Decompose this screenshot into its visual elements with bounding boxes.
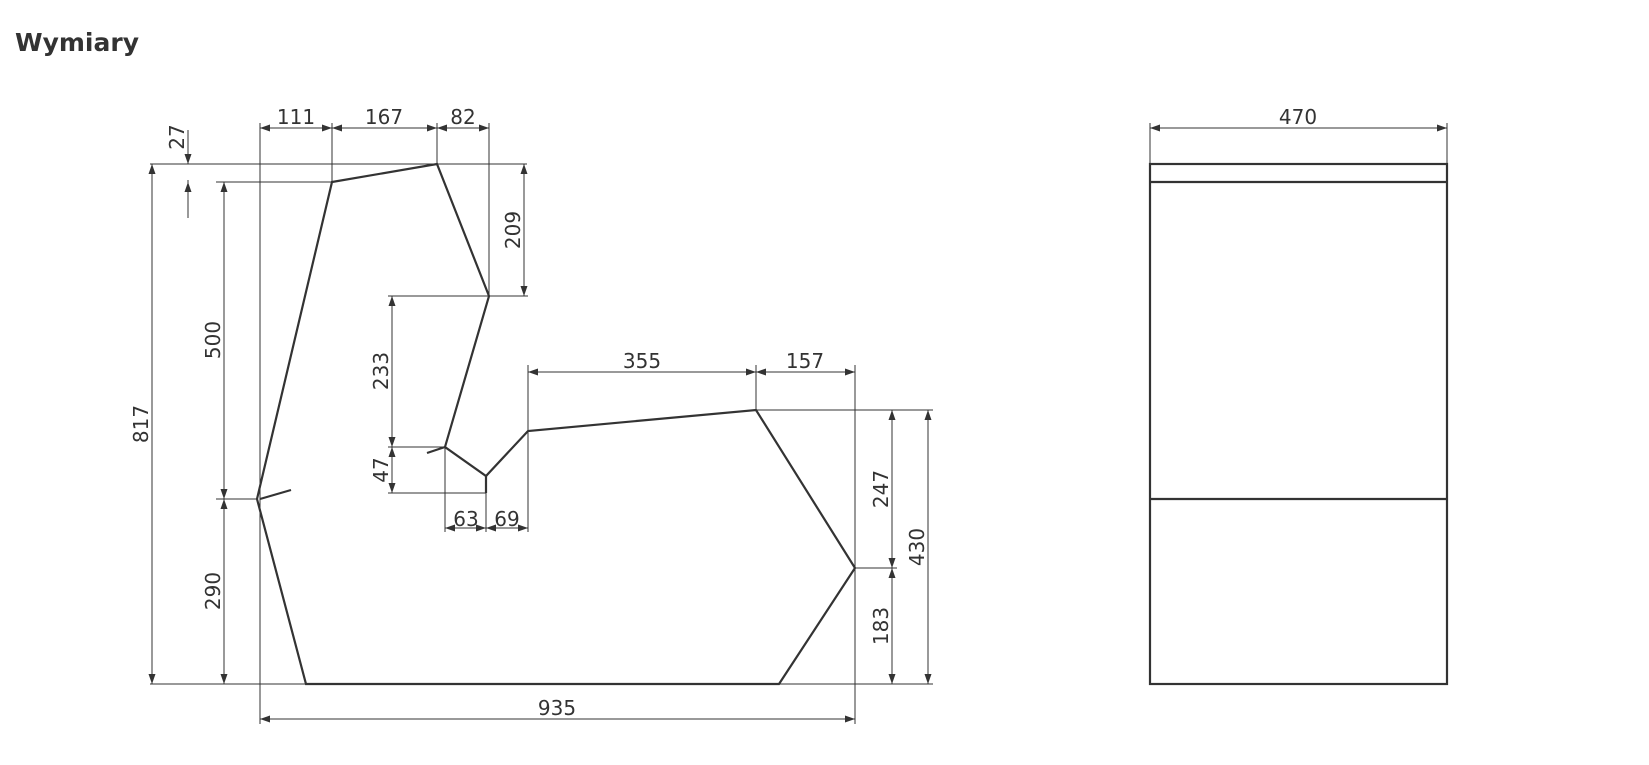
extension-lines xyxy=(150,123,933,724)
dimension-lines xyxy=(148,124,932,723)
dim-label-247: 247 xyxy=(869,470,893,508)
dimension-labels: 111 167 82 355 157 63 69 935 27 209 500 … xyxy=(129,105,929,720)
dim-label-470: 470 xyxy=(1279,105,1317,129)
dim-label-290: 290 xyxy=(201,572,225,610)
dim-label-355: 355 xyxy=(623,349,661,373)
dim-label-111: 111 xyxy=(277,105,315,129)
dim-label-63: 63 xyxy=(453,507,478,531)
dim-label-82: 82 xyxy=(450,105,475,129)
dim-label-209: 209 xyxy=(501,211,525,249)
dim-label-817: 817 xyxy=(129,405,153,443)
page-title: Wymiary xyxy=(15,28,139,57)
dim-label-157: 157 xyxy=(786,349,824,373)
dim-label-69: 69 xyxy=(494,507,519,531)
hinge-mark xyxy=(259,488,292,501)
dim-label-183: 183 xyxy=(869,607,893,645)
hinge-mark xyxy=(426,445,446,455)
dim-label-167: 167 xyxy=(365,105,403,129)
side-outline xyxy=(255,162,857,686)
dim-label-430: 430 xyxy=(905,528,929,566)
front-outline xyxy=(1148,162,1449,686)
dim-label-47: 47 xyxy=(369,457,393,482)
dim-label-27: 27 xyxy=(165,124,189,149)
side-view: 111 167 82 355 157 63 69 935 27 209 500 … xyxy=(129,105,933,724)
dim-label-935: 935 xyxy=(538,696,576,720)
dim-label-233: 233 xyxy=(369,352,393,390)
dim-label-500: 500 xyxy=(201,321,225,359)
front-view: 470 xyxy=(1148,105,1449,686)
